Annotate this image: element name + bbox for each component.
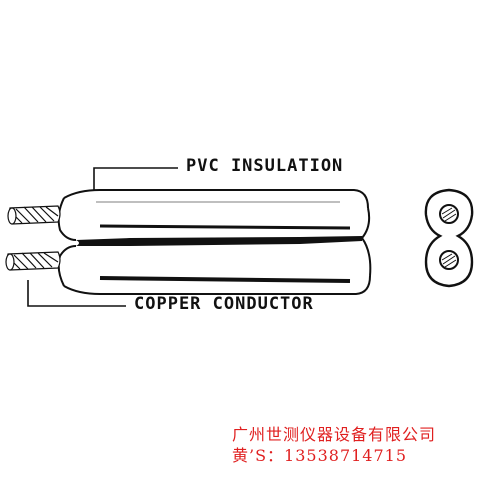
center-groove [76, 236, 362, 246]
insulation-label: PVC INSULATION [186, 156, 344, 176]
conductor-label: COPPER CONDUCTOR [134, 294, 314, 314]
watermark-company: 广州世测仪器设备有限公司 [232, 425, 437, 444]
insulation-leader-line [93, 167, 178, 190]
conductor-leader-line [27, 280, 126, 307]
watermark-contact: 黄’S：13538714715 [232, 446, 408, 465]
upper-shading [99, 224, 351, 230]
lower-shading [99, 276, 351, 283]
lower-conductor [5, 251, 61, 271]
cross-section-view [424, 188, 474, 288]
upper-conductor [7, 205, 61, 225]
